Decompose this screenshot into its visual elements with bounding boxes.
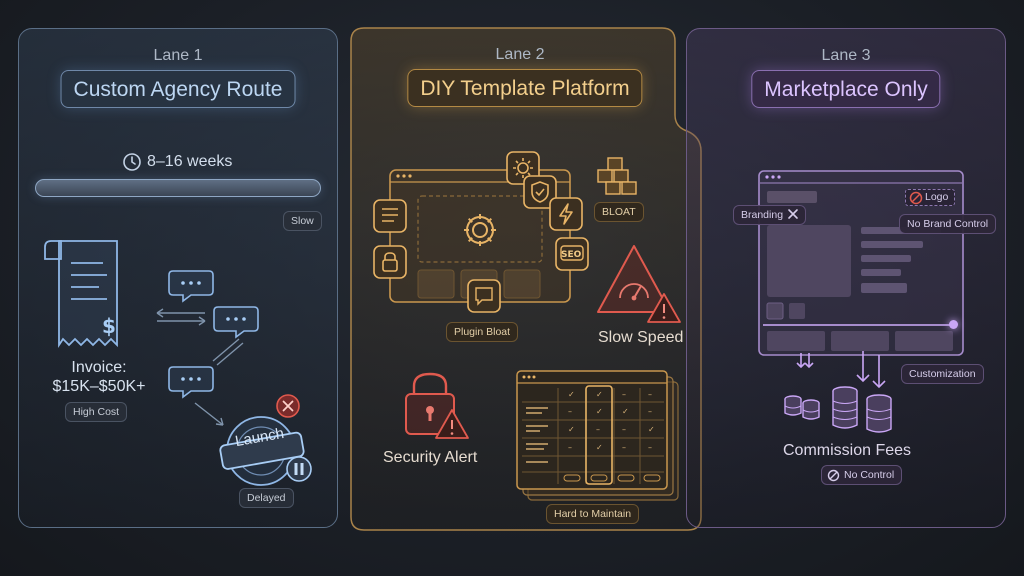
spreadsheet-icon: ✓ ✓ – – – ✓ ✓ – ✓ – – ✓ – ✓ – – xyxy=(516,370,679,501)
svg-text:✓: ✓ xyxy=(596,390,603,399)
chat-icon xyxy=(467,279,501,313)
lane-marketplace: Lane 3 Marketplace Only Customization Lo… xyxy=(686,28,1006,528)
shield-icon xyxy=(523,175,557,209)
coin-stack-icon xyxy=(784,351,892,433)
bloat-tag: BLOAT xyxy=(594,202,644,222)
route-title: Marketplace Only xyxy=(751,70,941,108)
svg-text:✓: ✓ xyxy=(622,407,629,416)
svg-text:✓: ✓ xyxy=(596,443,603,452)
flow-arrows xyxy=(156,308,244,426)
branding-label: Branding xyxy=(741,209,784,221)
svg-text:–: – xyxy=(622,425,626,434)
no-control-label: No Control xyxy=(844,469,895,481)
no-control-tag: No Control xyxy=(821,465,903,485)
customization-tag: Customization xyxy=(901,364,984,384)
invoice-label: Invoice: xyxy=(71,359,127,376)
hard-to-maintain-tag: Hard to Maintain xyxy=(546,504,640,524)
boxes-icon xyxy=(597,157,637,195)
close-icon xyxy=(788,209,798,219)
svg-text:–: – xyxy=(622,443,626,452)
lane-diy-template: Lane 2 DIY Template Platform xyxy=(350,28,690,528)
customization-slider xyxy=(763,324,953,326)
no-brand-control-tag: No Brand Control xyxy=(899,214,997,234)
svg-text:–: – xyxy=(648,407,652,416)
svg-text:✓: ✓ xyxy=(596,407,603,416)
route-title: DIY Template Platform xyxy=(407,69,643,107)
route-title: Custom Agency Route xyxy=(60,70,296,108)
timeline-text: 8–16 weeks xyxy=(147,153,233,170)
chat-icon xyxy=(213,306,259,339)
lane-number: Lane 2 xyxy=(495,46,545,63)
slider-handle xyxy=(949,320,958,329)
ban-icon xyxy=(909,191,923,205)
gear-icon xyxy=(464,214,496,246)
delayed-tag: Delayed xyxy=(239,488,294,508)
chat-icon xyxy=(168,270,214,303)
svg-text:–: – xyxy=(622,390,626,399)
invoice-amount: $15K–$50K+ xyxy=(52,378,146,395)
close-icon xyxy=(276,394,300,418)
high-cost-tag: High Cost xyxy=(65,402,128,422)
list-plugin-icon xyxy=(373,199,407,233)
invoice-icon: $ xyxy=(44,240,118,348)
lock-icon xyxy=(373,245,407,279)
svg-text:✓: ✓ xyxy=(648,425,655,434)
warning-icon xyxy=(597,245,681,323)
svg-text:✓: ✓ xyxy=(568,390,575,399)
svg-text:–: – xyxy=(568,443,572,452)
plugin-bloat-tag: Plugin Bloat xyxy=(446,322,519,342)
lock-icon xyxy=(405,372,469,439)
chat-icon xyxy=(168,366,214,399)
svg-text:–: – xyxy=(596,425,600,434)
branding-tag: Branding xyxy=(733,205,807,225)
seo-plugin-icon xyxy=(555,237,589,271)
logo-label: Logo xyxy=(925,191,949,203)
commission-fees-label: Commission Fees xyxy=(782,442,912,459)
clock-icon xyxy=(123,153,141,171)
svg-text:✓: ✓ xyxy=(568,425,575,434)
svg-text:–: – xyxy=(568,407,572,416)
lane-number: Lane 1 xyxy=(153,47,203,64)
svg-text:–: – xyxy=(648,443,652,452)
lane-number: Lane 3 xyxy=(821,47,871,64)
ban-icon xyxy=(827,469,840,482)
svg-text:–: – xyxy=(648,390,652,399)
seo-label: SEO xyxy=(561,250,582,260)
lane-custom-agency: Lane 1 Custom Agency Route 8–16 weeks Sl… xyxy=(18,28,338,528)
svg-text:$: $ xyxy=(102,314,116,338)
launch-stamp-icon xyxy=(219,416,305,486)
timeline-bar xyxy=(35,179,321,197)
pause-icon xyxy=(286,456,312,482)
security-alert-label: Security Alert xyxy=(383,449,478,466)
bolt-icon xyxy=(549,197,583,231)
slow-tag: Slow xyxy=(283,211,322,231)
slow-speed-label: Slow Speed xyxy=(598,329,684,346)
